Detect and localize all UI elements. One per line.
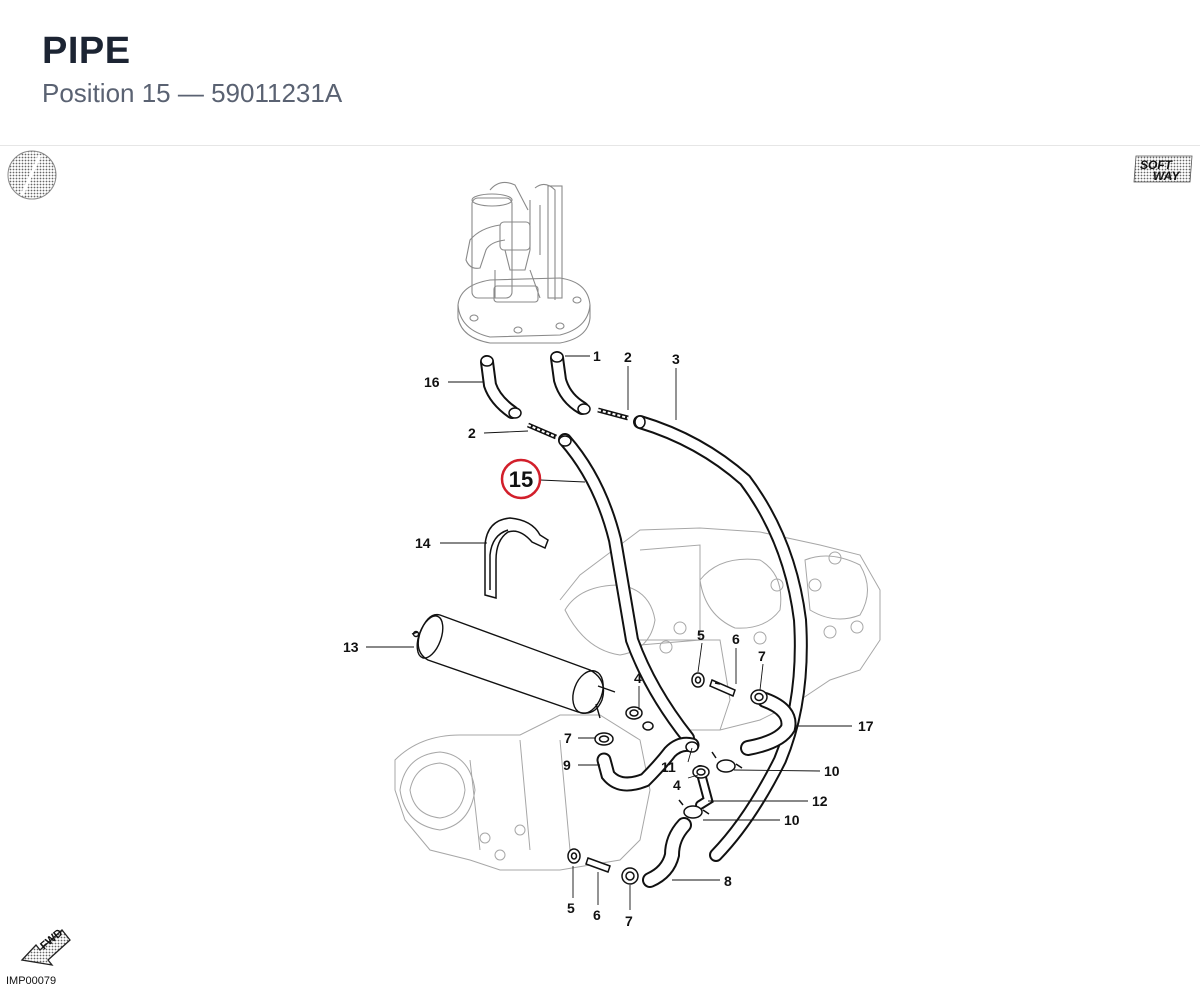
callout-10[interactable]: 10 — [824, 763, 840, 779]
callout-labels: 1 2 3 16 2 14 13 4 5 6 7 17 7 9 11 4 10 … — [343, 348, 874, 929]
callout-2[interactable]: 2 — [468, 425, 476, 441]
brand-disc-icon — [7, 150, 57, 200]
part-title: PIPE — [42, 30, 131, 72]
callout-3[interactable]: 3 — [672, 351, 680, 367]
leader-lines — [366, 355, 852, 910]
callout-13[interactable]: 13 — [343, 639, 359, 655]
callout-12[interactable]: 12 — [812, 793, 828, 809]
callout-15[interactable]: 15 — [509, 467, 533, 492]
softway-logo: SOFT WAY — [1133, 155, 1193, 183]
callout-14[interactable]: 14 — [415, 535, 431, 551]
callout-1[interactable]: 1 — [593, 348, 601, 364]
callout-17[interactable]: 17 — [858, 718, 874, 734]
reference-code: IMP00079 — [6, 975, 56, 987]
fittings — [567, 672, 768, 885]
callout-8[interactable]: 8 — [724, 873, 732, 889]
pipe-parts — [480, 351, 808, 888]
callout-16[interactable]: 16 — [424, 374, 440, 390]
canister-part — [411, 613, 616, 719]
highlighted-callout-15[interactable]: 15 — [500, 458, 542, 500]
engine-outline — [394, 527, 881, 871]
highlight-ring — [500, 458, 542, 500]
callout-4[interactable]: 4 — [673, 777, 681, 793]
callout-4[interactable]: 4 — [634, 670, 642, 686]
callout-2[interactable]: 2 — [624, 349, 632, 365]
fwd-arrow-icon: FWD — [20, 927, 71, 966]
callout-7[interactable]: 7 — [625, 913, 633, 929]
part-subtitle: Position 15 — 59011231A — [42, 78, 343, 108]
callout-7[interactable]: 7 — [758, 648, 766, 664]
exploded-parts-diagram: SOFT WAY — [6, 150, 1193, 987]
callout-5[interactable]: 5 — [567, 900, 575, 916]
pump-assembly — [457, 181, 591, 344]
page-header: PIPE Position 15 — 59011231A — [0, 0, 1200, 146]
callout-6[interactable]: 6 — [732, 631, 740, 647]
logo-line2: WAY — [1153, 169, 1180, 183]
callout-10[interactable]: 10 — [784, 812, 800, 828]
clamp-part — [484, 517, 549, 599]
callout-9[interactable]: 9 — [563, 757, 571, 773]
callout-6[interactable]: 6 — [593, 907, 601, 923]
logo-line1: SOFT — [1140, 158, 1174, 172]
callout-5[interactable]: 5 — [697, 627, 705, 643]
callout-7[interactable]: 7 — [564, 730, 572, 746]
callout-11[interactable]: 11 — [661, 759, 676, 775]
